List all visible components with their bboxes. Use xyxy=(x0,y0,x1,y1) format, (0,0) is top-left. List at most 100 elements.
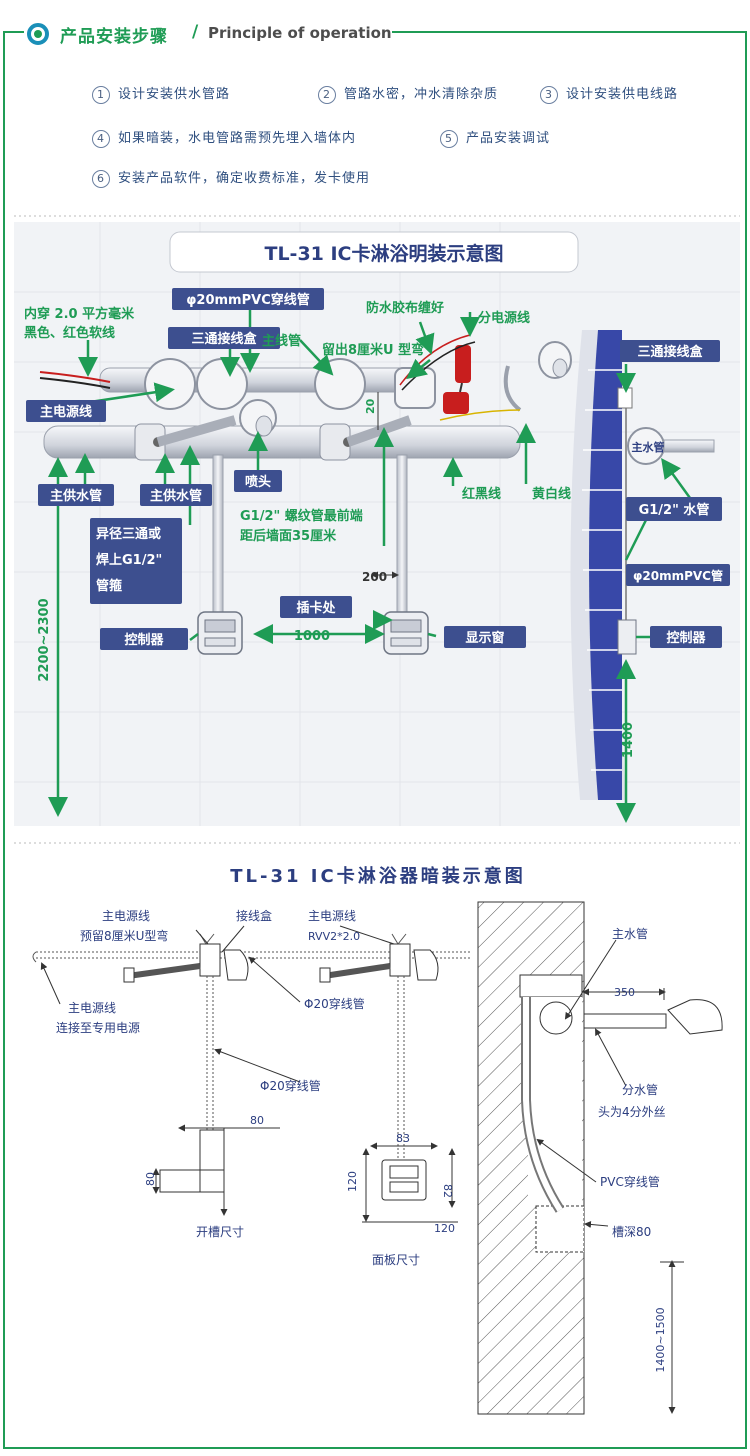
side-controller xyxy=(617,619,637,655)
label-dim-82: 82 xyxy=(441,1184,454,1198)
label-junction-box: 接线盒 xyxy=(236,908,272,923)
label-yellow-white: 黄白线 xyxy=(532,486,571,502)
label-rvv: RVV2*2.0 xyxy=(308,930,360,943)
label-main-power-3: 主电源线 xyxy=(68,1001,116,1015)
label-branch-water: 分水管 xyxy=(622,1082,658,1097)
label-panel-size: 面板尺寸 xyxy=(372,1253,420,1267)
label-reducer-2: 焊上G1/2" xyxy=(96,552,162,568)
step-5: 5 产品安装调试 xyxy=(440,127,550,148)
label-g12-note-1: G1/2" 螺纹管最前端 xyxy=(240,508,363,524)
label-wire-colors: 黑色、红色软线 xyxy=(24,325,115,341)
label-side-controller: 控制器 xyxy=(666,630,706,646)
label-conduit-2: Φ20穿线管 xyxy=(260,1078,321,1093)
panel-drawing xyxy=(362,1142,458,1223)
step-5-number: 5 xyxy=(440,130,458,148)
label-slot-size: 开槽尺寸 xyxy=(196,1225,244,1239)
diagram2-title: TL-31 IC卡淋浴器暗装示意图 xyxy=(230,865,525,887)
label-dim-1000: 1000 xyxy=(294,629,330,644)
diagram2 xyxy=(32,901,723,1415)
label-reserve-u: 留出8厘米U 型弯 xyxy=(322,342,424,358)
label-side-main-water: 主水管 xyxy=(632,440,665,454)
concealed-unit-right xyxy=(319,933,439,1160)
label-red-black: 红黑线 xyxy=(462,486,501,502)
conduit-left xyxy=(212,454,224,624)
header-separator: / xyxy=(192,22,199,42)
header-title-cn: 产品安装步骤 xyxy=(60,27,168,47)
label-controller: 控制器 xyxy=(124,632,164,648)
label-main-line: 主线管 xyxy=(262,333,301,349)
label-main-power-1: 主电源线 xyxy=(102,909,150,923)
diagram2-texts: TL-31 IC卡淋浴器暗装示意图 主电源线 预留8厘米U型弯 接线盒 主电源线… xyxy=(56,865,667,1373)
label-dim-350: 350 xyxy=(614,986,635,999)
label-dim-20: 20 xyxy=(364,398,377,414)
label-nozzle: 喷头 xyxy=(245,474,271,490)
controller-right xyxy=(383,611,429,655)
pipe-fittings xyxy=(134,415,412,461)
label-waterproof: 防水胶布缠好 xyxy=(366,300,444,316)
shower-nozzle-left xyxy=(239,399,277,437)
label-main-water-left: 主供水管 xyxy=(50,488,102,504)
label-side-g12: G1/2" 水管 xyxy=(639,502,710,518)
label-dim-120-left: 120 xyxy=(346,1171,359,1192)
label-reducer-1: 异径三通或 xyxy=(96,526,161,542)
header-title-en: Principle of operation xyxy=(208,24,392,42)
label-reserve-u-2: 预留8厘米U型弯 xyxy=(80,928,168,943)
conduit-right xyxy=(396,454,408,624)
step-2-text: 管路水密，冲水清除杂质 xyxy=(344,87,499,102)
label-conduit-1: Φ20穿线管 xyxy=(304,996,365,1011)
label-dim-120-bottom: 120 xyxy=(434,1222,455,1235)
label-inner-wire: 内穿 2.0 平方毫米 xyxy=(24,306,135,322)
diagram1-texts: TL-31 IC卡淋浴明装示意图 内穿 2.0 平方毫米 黑色、红色软线 φ20… xyxy=(24,242,723,758)
label-main-water: 主水管 xyxy=(612,926,648,941)
label-side-tee-box: 三通接线盒 xyxy=(637,344,703,360)
label-reducer-3: 管箍 xyxy=(96,578,122,594)
label-connect-power: 连接至专用电源 xyxy=(56,1020,140,1035)
label-tee-box: 三通接线盒 xyxy=(191,331,257,347)
controller-left xyxy=(197,611,243,655)
step-2-number: 2 xyxy=(318,86,336,104)
side-main-water xyxy=(627,427,715,465)
step-2: 2 管路水密，冲水清除杂质 xyxy=(318,83,498,104)
label-dim-200: 200 xyxy=(362,570,387,584)
diagram1-title: TL-31 IC卡淋浴明装示意图 xyxy=(264,242,503,265)
label-dim-83: 83 xyxy=(396,1132,410,1145)
step-3-number: 3 xyxy=(540,86,558,104)
step-4-text: 如果暗装，水电管路需预先埋入墙体内 xyxy=(118,131,357,146)
label-dim-80-side: 80 xyxy=(144,1172,157,1186)
label-side-pvc: φ20mmPVC管 xyxy=(633,568,723,583)
main-water-pipe xyxy=(43,425,521,459)
label-boxes xyxy=(26,288,730,650)
shower-nozzle-right xyxy=(503,341,572,412)
wall-section xyxy=(477,901,723,1415)
side-tee-box xyxy=(617,387,633,409)
step-6-number: 6 xyxy=(92,170,110,188)
label-dim-80-top: 80 xyxy=(250,1114,264,1127)
slot-drawing xyxy=(152,1124,280,1216)
step-4: 4 如果暗装，水电管路需预先埋入墙体内 xyxy=(92,127,356,148)
diagram1-title-banner xyxy=(169,231,579,273)
label-main-water-mid: 主供水管 xyxy=(150,488,202,504)
label-branch-power: 分电源线 xyxy=(478,310,530,326)
label-main-power-2: 主电源线 xyxy=(308,909,356,923)
label-dim-height-2: 1400~1500 xyxy=(654,1307,667,1372)
step-1-text: 设计安装供水管路 xyxy=(118,87,231,102)
label-pvc-conduit: φ20mmPVC穿线管 xyxy=(186,292,309,308)
concealed-unit-left xyxy=(123,933,249,1130)
label-display: 显示窗 xyxy=(465,630,504,646)
label-side-1400: 1400 xyxy=(621,722,636,758)
label-g12-note-2: 距后墙面35厘米 xyxy=(240,528,337,544)
wall xyxy=(570,330,626,800)
valves xyxy=(443,345,471,414)
label-card-slot: 插卡处 xyxy=(296,600,336,616)
step-4-number: 4 xyxy=(92,130,110,148)
step-6-text: 安装产品软件，确定收费标准，发卡使用 xyxy=(118,171,371,186)
label-main-power: 主电源线 xyxy=(40,404,92,420)
label-thread-note: 头为4分外丝 xyxy=(598,1105,666,1119)
label-slot-depth: 槽深80 xyxy=(612,1225,651,1239)
step-5-text: 产品安装调试 xyxy=(466,131,551,146)
label-pvc-conduit-2: PVC穿线管 xyxy=(600,1174,660,1189)
